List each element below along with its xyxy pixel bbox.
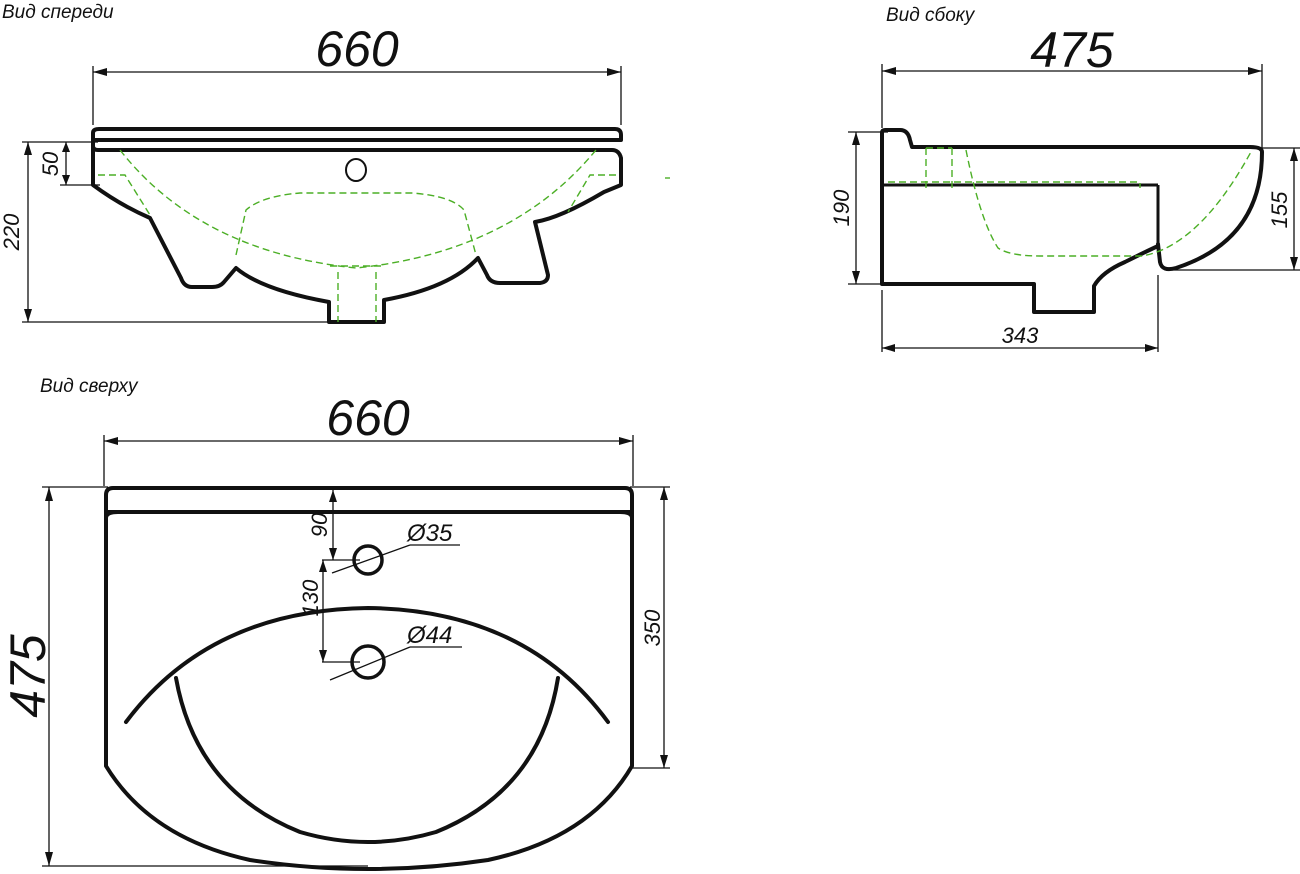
front-tap-hole-icon <box>345 158 367 182</box>
top-depth-arrow-top <box>45 487 53 501</box>
front-rim-arrow-top <box>62 142 70 152</box>
top-rim-edge <box>104 510 634 520</box>
top-inner-arrow-bottom <box>660 755 668 768</box>
side-body-arrow-left <box>882 344 895 352</box>
side-hidden-rim <box>888 181 1141 188</box>
front-height-value: 220 <box>0 213 24 251</box>
front-basin-outline <box>91 127 623 324</box>
side-hidden-bowl <box>965 149 1253 257</box>
front-width-value: 660 <box>315 21 399 77</box>
side-body-arrow-right <box>1145 344 1158 352</box>
top-drain-offset-arrow-top <box>319 560 327 572</box>
top-depth-value: 475 <box>0 634 56 718</box>
side-body-value: 343 <box>1002 323 1039 348</box>
side-bowl-value: 155 <box>1267 191 1292 228</box>
front-width-arrow-left <box>93 68 107 76</box>
top-basin-outline <box>104 486 634 871</box>
top-depth-arrow-bottom <box>45 852 53 866</box>
top-tap-hole-value: Ø35 <box>406 520 453 547</box>
top-drain-hole-icon <box>350 644 386 680</box>
front-view-label: Вид спереди <box>2 2 114 23</box>
front-width-arrow-right <box>607 68 621 76</box>
top-tap-leader <box>331 544 411 574</box>
top-inner-arrow-top <box>660 487 668 500</box>
top-view: Вид сверху 660 475 350 90 130 <box>0 376 670 871</box>
side-depth-arrow-right <box>1248 67 1262 75</box>
side-height-arrow-top <box>852 132 860 145</box>
top-bowl-outline <box>124 606 610 724</box>
top-drain-hole-value: Ø44 <box>406 622 452 649</box>
side-basin-outline <box>880 128 1264 314</box>
top-tap-offset-arrow-top <box>329 490 337 502</box>
front-hidden-bowl-outer <box>119 149 597 269</box>
side-depth-arrow-left <box>882 67 896 75</box>
side-height-value: 190 <box>829 189 854 226</box>
top-width-arrow-left <box>104 437 118 445</box>
top-drain-leader <box>329 646 411 681</box>
side-bowl-arrow-top <box>1290 148 1298 161</box>
side-view-label: Вид сбоку <box>886 5 976 26</box>
front-hidden-sides <box>98 174 616 216</box>
front-hidden-drain <box>330 265 384 322</box>
front-view: Вид спереди 660 220 50 <box>0 2 670 324</box>
front-rim-arrow-bottom <box>62 175 70 185</box>
top-inner-value: 350 <box>640 609 665 646</box>
side-view: Вид сбоку 475 190 155 343 <box>829 5 1300 352</box>
front-rim-value: 50 <box>38 151 63 176</box>
front-height-arrow-bottom <box>24 309 32 322</box>
top-tap-offset-value: 90 <box>307 512 332 537</box>
top-drain-offset-arrow-bottom <box>319 650 327 662</box>
top-width-value: 660 <box>326 390 410 446</box>
top-tap-hole-icon <box>352 544 384 576</box>
top-tap-offset-arrow-bottom <box>329 548 337 560</box>
top-width-arrow-right <box>619 437 633 445</box>
front-height-arrow-top <box>24 142 32 155</box>
front-hidden-bowl-inner <box>235 192 477 256</box>
side-depth-value: 475 <box>1030 22 1114 78</box>
side-bowl-arrow-bottom <box>1290 257 1298 270</box>
side-height-arrow-bottom <box>852 271 860 284</box>
top-view-label: Вид сверху <box>40 376 139 397</box>
top-bowl-inner <box>174 676 560 844</box>
